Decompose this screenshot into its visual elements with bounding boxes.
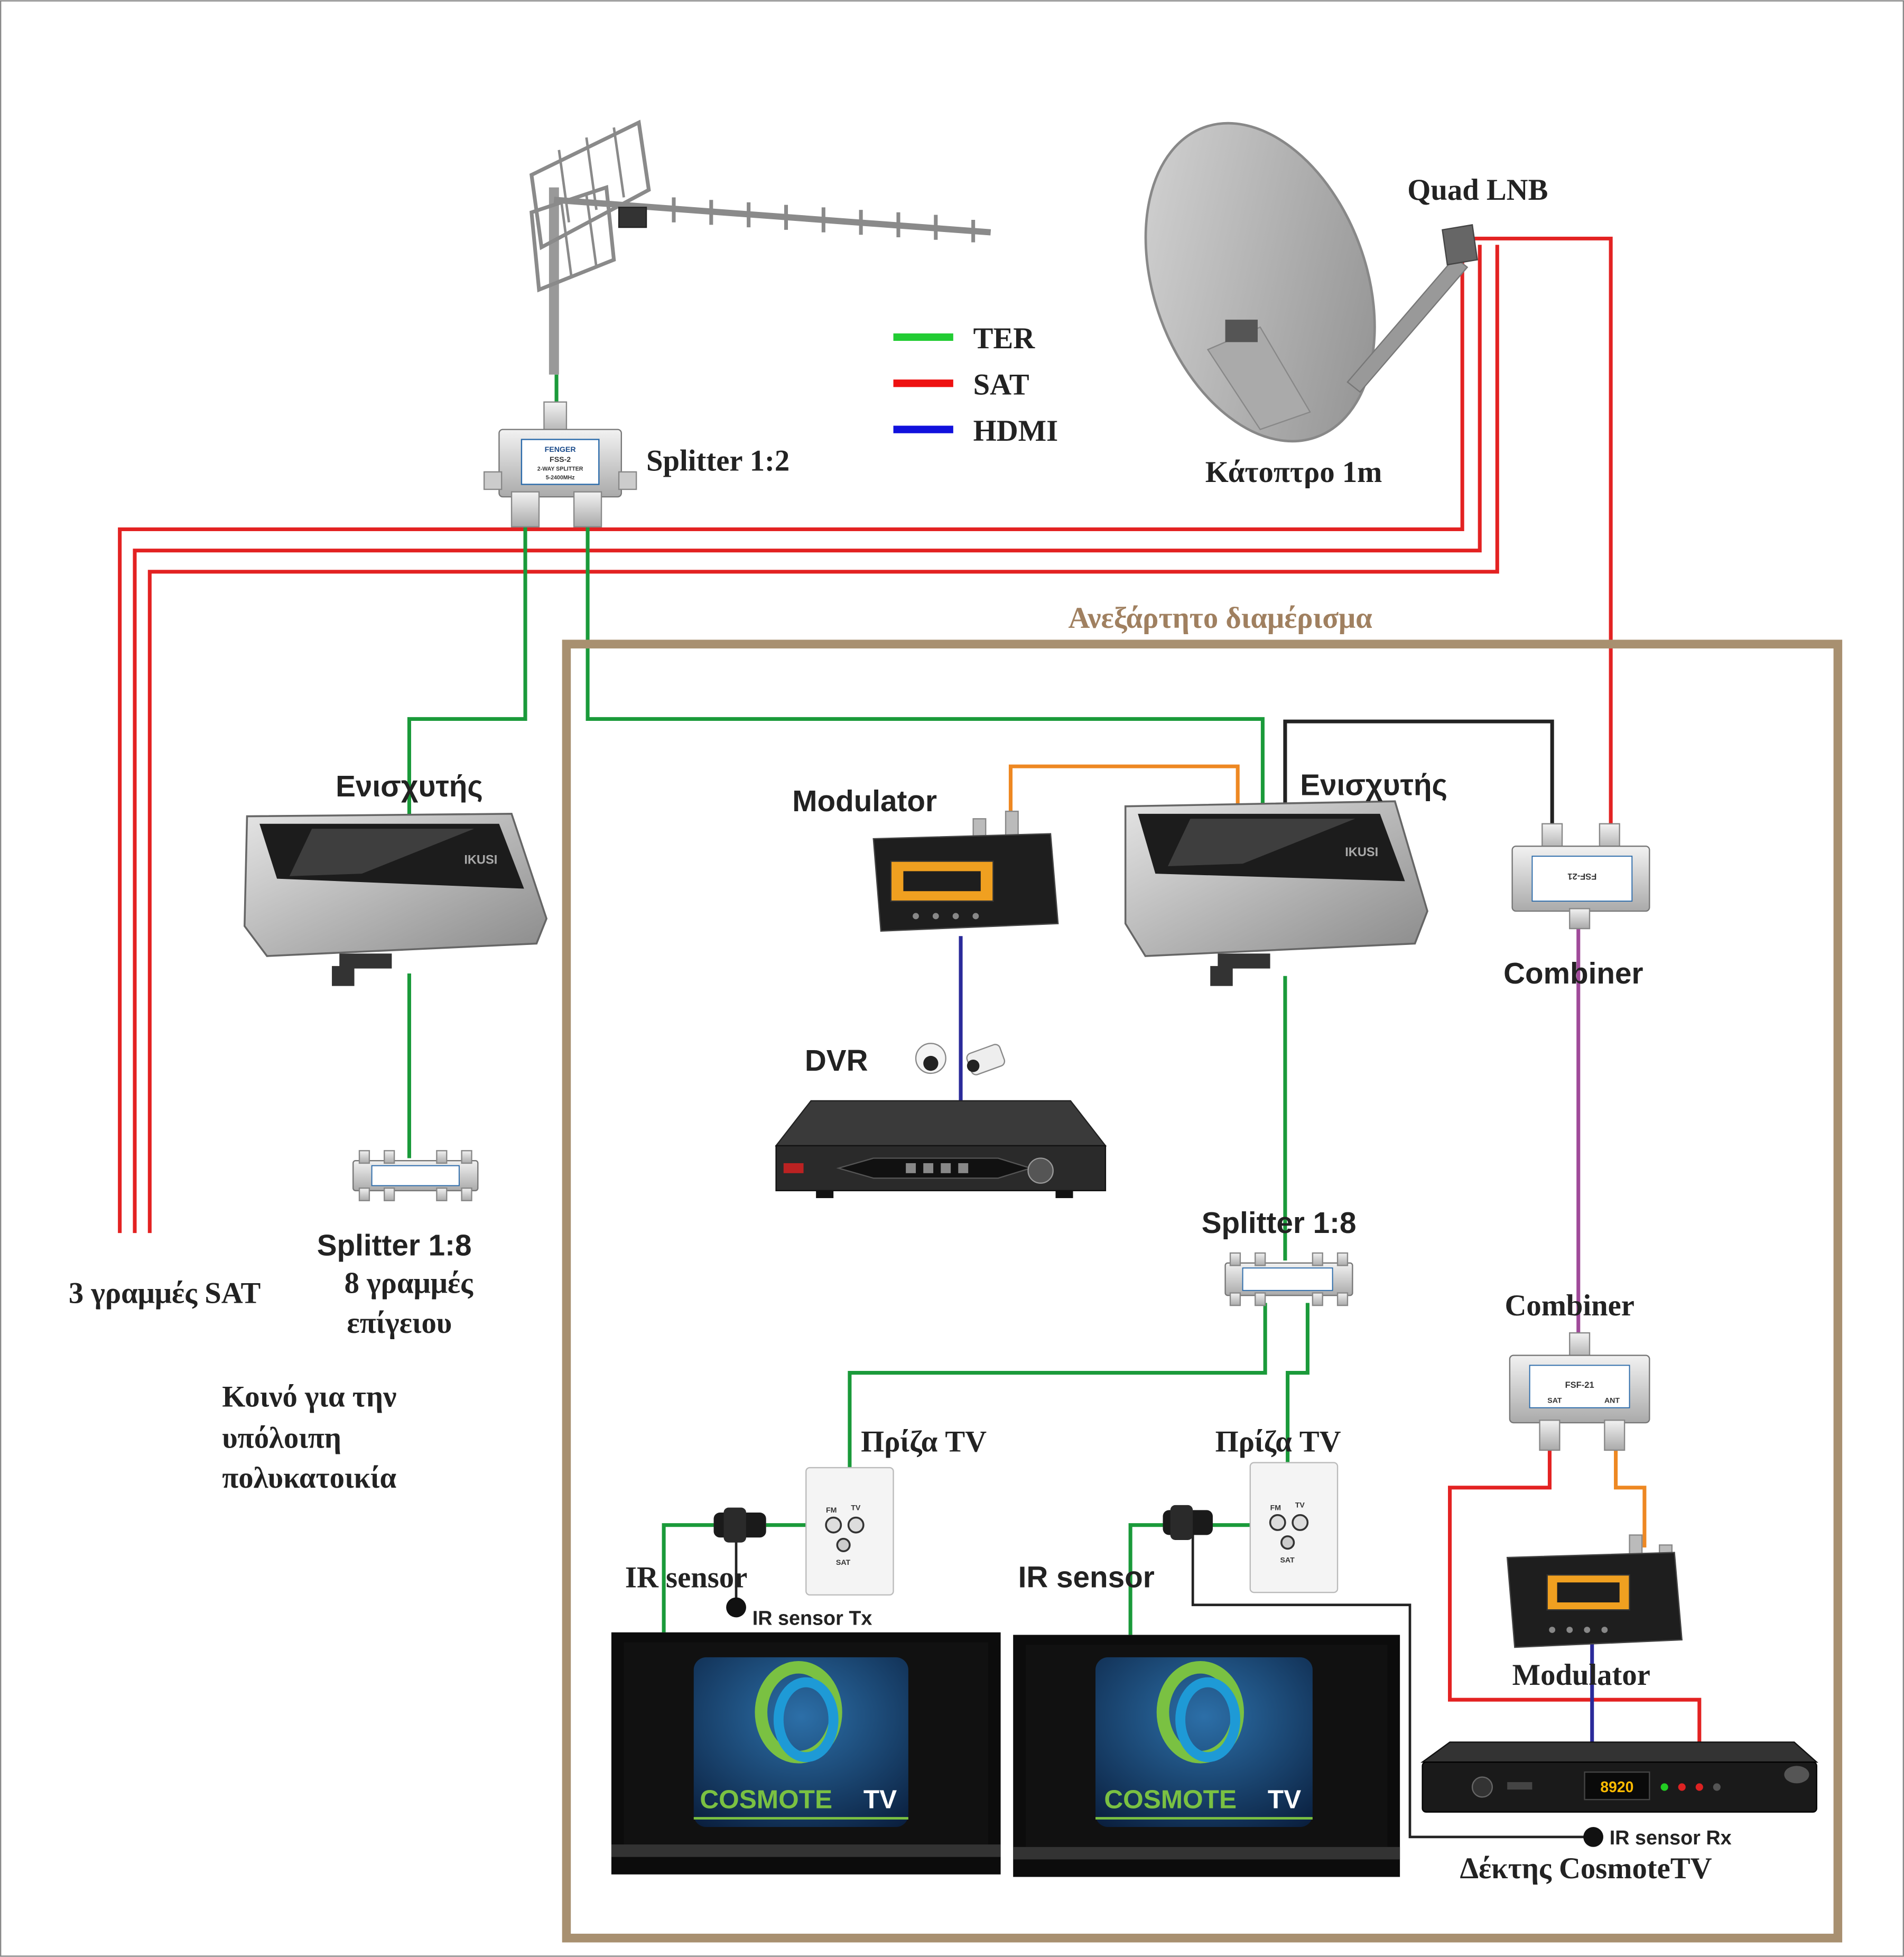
sat-cable-3: [147, 245, 1499, 1233]
ter-cable-tv-left-b: [662, 1523, 714, 1633]
amplifier-left-label: Ενισχυτής: [336, 770, 483, 803]
splitter-1-8-right-label: Splitter 1:8: [1202, 1207, 1357, 1240]
amplifier-right-label: Ενισχυτής: [1300, 768, 1447, 802]
svg-text:ANT: ANT: [1604, 1396, 1620, 1405]
modulator-bottom-label: Modulator: [1512, 1659, 1650, 1692]
svg-text:TV: TV: [1268, 1785, 1301, 1814]
svg-text:IKUSI: IKUSI: [464, 853, 497, 867]
terrestrial-antenna: [529, 119, 991, 375]
ir-sensor-left-label: IR sensor: [625, 1562, 747, 1594]
svg-text:COSMOTE: COSMOTE: [1104, 1785, 1237, 1814]
svg-text:TV: TV: [863, 1785, 897, 1814]
ir-sensor-left: [713, 1507, 766, 1543]
sat-cable-4: [1467, 236, 1613, 839]
combiner-bottom: FSF-21 SAT ANT: [1509, 1332, 1650, 1451]
modulator-bottom: [1506, 1534, 1683, 1648]
amplifier-left: IKUSI: [243, 813, 548, 986]
ter-cable-left-amp: [407, 522, 527, 824]
rf-cable-bottom: [1614, 1448, 1647, 1548]
apartment-title: Ανεξάρτητο διαμέρισμα: [1069, 602, 1373, 635]
svg-text:SAT: SAT: [1547, 1396, 1562, 1405]
ir-sensor-tx-label: IR sensor Tx: [753, 1608, 872, 1630]
rf-cable-top: [1008, 764, 1240, 827]
ter-lines-label-2: επίγειου: [347, 1307, 452, 1340]
legend-sat-label: SAT: [973, 369, 1029, 402]
quad-lnb-label: Quad LNB: [1407, 174, 1548, 207]
combiner-top: FSF-21: [1511, 823, 1650, 930]
receiver-label: Δέκτης CosmoteTV: [1460, 1852, 1712, 1885]
svg-text:8920: 8920: [1600, 1779, 1633, 1796]
legend: TER SAT HDMI: [893, 322, 1058, 448]
svg-text:FSF-21: FSF-21: [1565, 1380, 1594, 1390]
ter-lines-label-1: 8 γραμμές: [345, 1267, 473, 1300]
svg-text:FM: FM: [1270, 1504, 1281, 1512]
ter-cable-socket-left: [848, 1303, 1267, 1478]
ter-cable-tv-right-b: [1128, 1523, 1163, 1635]
tv-socket-right: FM TV SAT: [1249, 1462, 1339, 1593]
ir-sensor-right-label: IR sensor: [1018, 1561, 1155, 1594]
tv-socket-left: FM TV SAT: [805, 1467, 894, 1596]
legend-ter-label: TER: [973, 322, 1036, 355]
ir-sensor-rx-label: IR sensor Rx: [1610, 1827, 1732, 1849]
svg-text:FM: FM: [826, 1506, 837, 1515]
common-note-1: Κοινό για την: [222, 1380, 396, 1413]
svg-text:SAT: SAT: [1280, 1556, 1295, 1564]
tv-left: COSMOTE TV: [611, 1632, 1001, 1875]
ir-sensor-right: [1163, 1505, 1213, 1540]
combiner-bottom-label: Combiner: [1504, 1290, 1634, 1322]
modulator-top: [872, 810, 1059, 932]
svg-text:COSMOTE: COSMOTE: [700, 1785, 832, 1814]
tv-socket-right-label: Πρίζα TV: [1215, 1425, 1341, 1458]
svg-text:TV: TV: [1295, 1501, 1305, 1510]
dvr: [775, 1043, 1107, 1199]
combiner-top-label: Combiner: [1503, 957, 1643, 990]
ir-sensor-rx-dot: [1583, 1827, 1603, 1847]
splitter-1-2: FENGER FSS-2 2-WAY SPLITTER 5-2400MHz: [483, 401, 637, 527]
black-cable-amp-combiner: [1283, 719, 1554, 837]
ter-cable-right-amp: [586, 522, 1265, 814]
ir-sensor-tx-dot: [726, 1597, 746, 1618]
svg-text:TV: TV: [851, 1504, 861, 1512]
splitter-1-8-left: [352, 1150, 479, 1201]
svg-text:SAT: SAT: [836, 1559, 851, 1567]
svg-text:5-2400MHz: 5-2400MHz: [546, 475, 575, 481]
splitter-1-2-label: Splitter 1:2: [646, 445, 790, 478]
cables: [118, 236, 1702, 1839]
sat-cable-2: [133, 245, 1482, 1233]
common-note-2: υπόλοιπη: [222, 1422, 341, 1454]
svg-text:FENGER: FENGER: [545, 446, 576, 454]
legend-hdmi-label: HDMI: [973, 415, 1058, 448]
splitter-1-8-left-label: Splitter 1:8: [317, 1229, 472, 1263]
svg-text:FSS-2: FSS-2: [550, 456, 571, 464]
tv-right: COSMOTE TV: [1013, 1635, 1400, 1877]
cosmote-receiver: 8920: [1420, 1741, 1818, 1813]
sat-cable-1: [118, 245, 1464, 1233]
apartment-frame: [562, 639, 1843, 1943]
splitter-1-8-right: [1224, 1252, 1353, 1306]
ir-rx-line: [1191, 1532, 1591, 1839]
dish-label: Κάτοπτρο 1m: [1205, 456, 1382, 489]
amplifier-right: IKUSI: [1124, 800, 1428, 986]
satellite-dish: [1144, 122, 1478, 443]
dvr-label: DVR: [805, 1044, 868, 1078]
tv-socket-left-label: Πρίζα TV: [861, 1425, 987, 1458]
svg-text:FSF-21: FSF-21: [1567, 871, 1596, 882]
svg-text:2-WAY SPLITTER: 2-WAY SPLITTER: [537, 466, 583, 472]
common-note-3: πολυκατοικία: [222, 1462, 396, 1495]
modulator-top-label: Modulator: [792, 785, 937, 818]
sat-cable-receiver: [1448, 1448, 1702, 1742]
sat-lines-label: 3 γραμμές SAT: [69, 1277, 261, 1310]
svg-text:IKUSI: IKUSI: [1345, 846, 1378, 859]
ter-cable-socket-right: [1286, 1303, 1309, 1473]
